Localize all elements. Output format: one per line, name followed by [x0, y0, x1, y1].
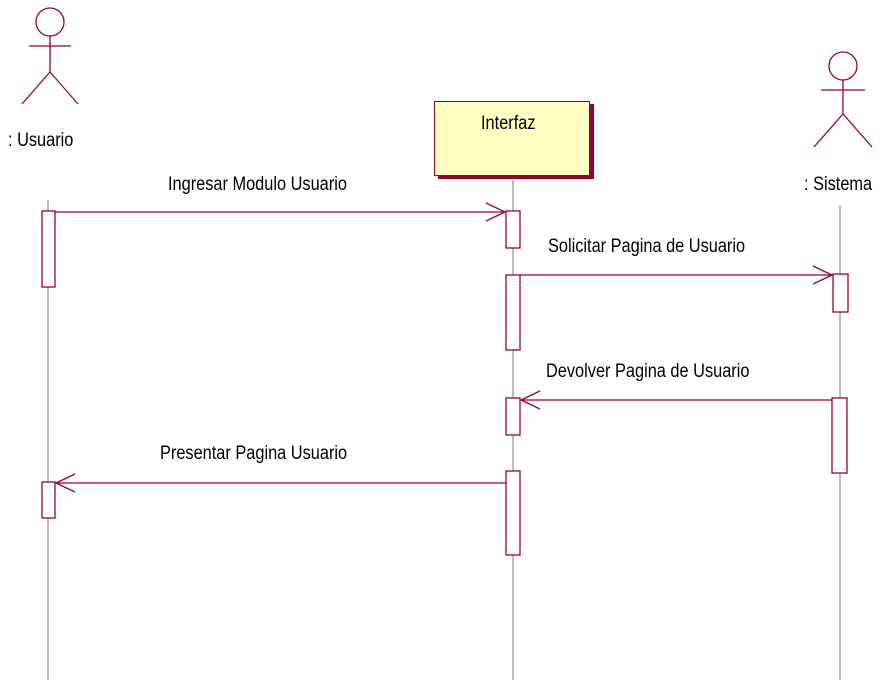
message-arrow-3: [519, 390, 832, 410]
interfaz-activation-1: [505, 210, 521, 249]
interfaz-object-fill: [434, 101, 590, 176]
interfaz-object-box: Interfaz: [434, 101, 590, 176]
interfaz-object-label: Interfaz: [481, 113, 536, 134]
message-label-3: Devolver Pagina de Usuario: [546, 361, 750, 382]
sistema-activation-2: [831, 397, 848, 474]
message-label-4: Presentar Pagina Usuario: [160, 443, 348, 464]
message-arrow-4: [54, 473, 506, 493]
interfaz-activation-3: [505, 397, 521, 436]
message-arrow-2: [520, 265, 834, 285]
message-label-2: Solicitar Pagina de Usuario: [548, 236, 746, 257]
usuario-activation-1: [41, 210, 56, 288]
usuario-actor-label: : Usuario: [8, 130, 74, 151]
usuario-activation-2: [41, 481, 56, 519]
usuario-actor-icon: [21, 7, 79, 105]
message-arrow-1: [55, 202, 507, 222]
sistema-actor-icon: [813, 51, 873, 148]
message-label-1: Ingresar Modulo Usuario: [168, 174, 347, 195]
interfaz-activation-4: [505, 470, 521, 556]
sistema-activation-1: [832, 273, 849, 313]
interfaz-activation-2: [505, 274, 521, 351]
sistema-actor-label: : Sistema: [804, 174, 873, 195]
